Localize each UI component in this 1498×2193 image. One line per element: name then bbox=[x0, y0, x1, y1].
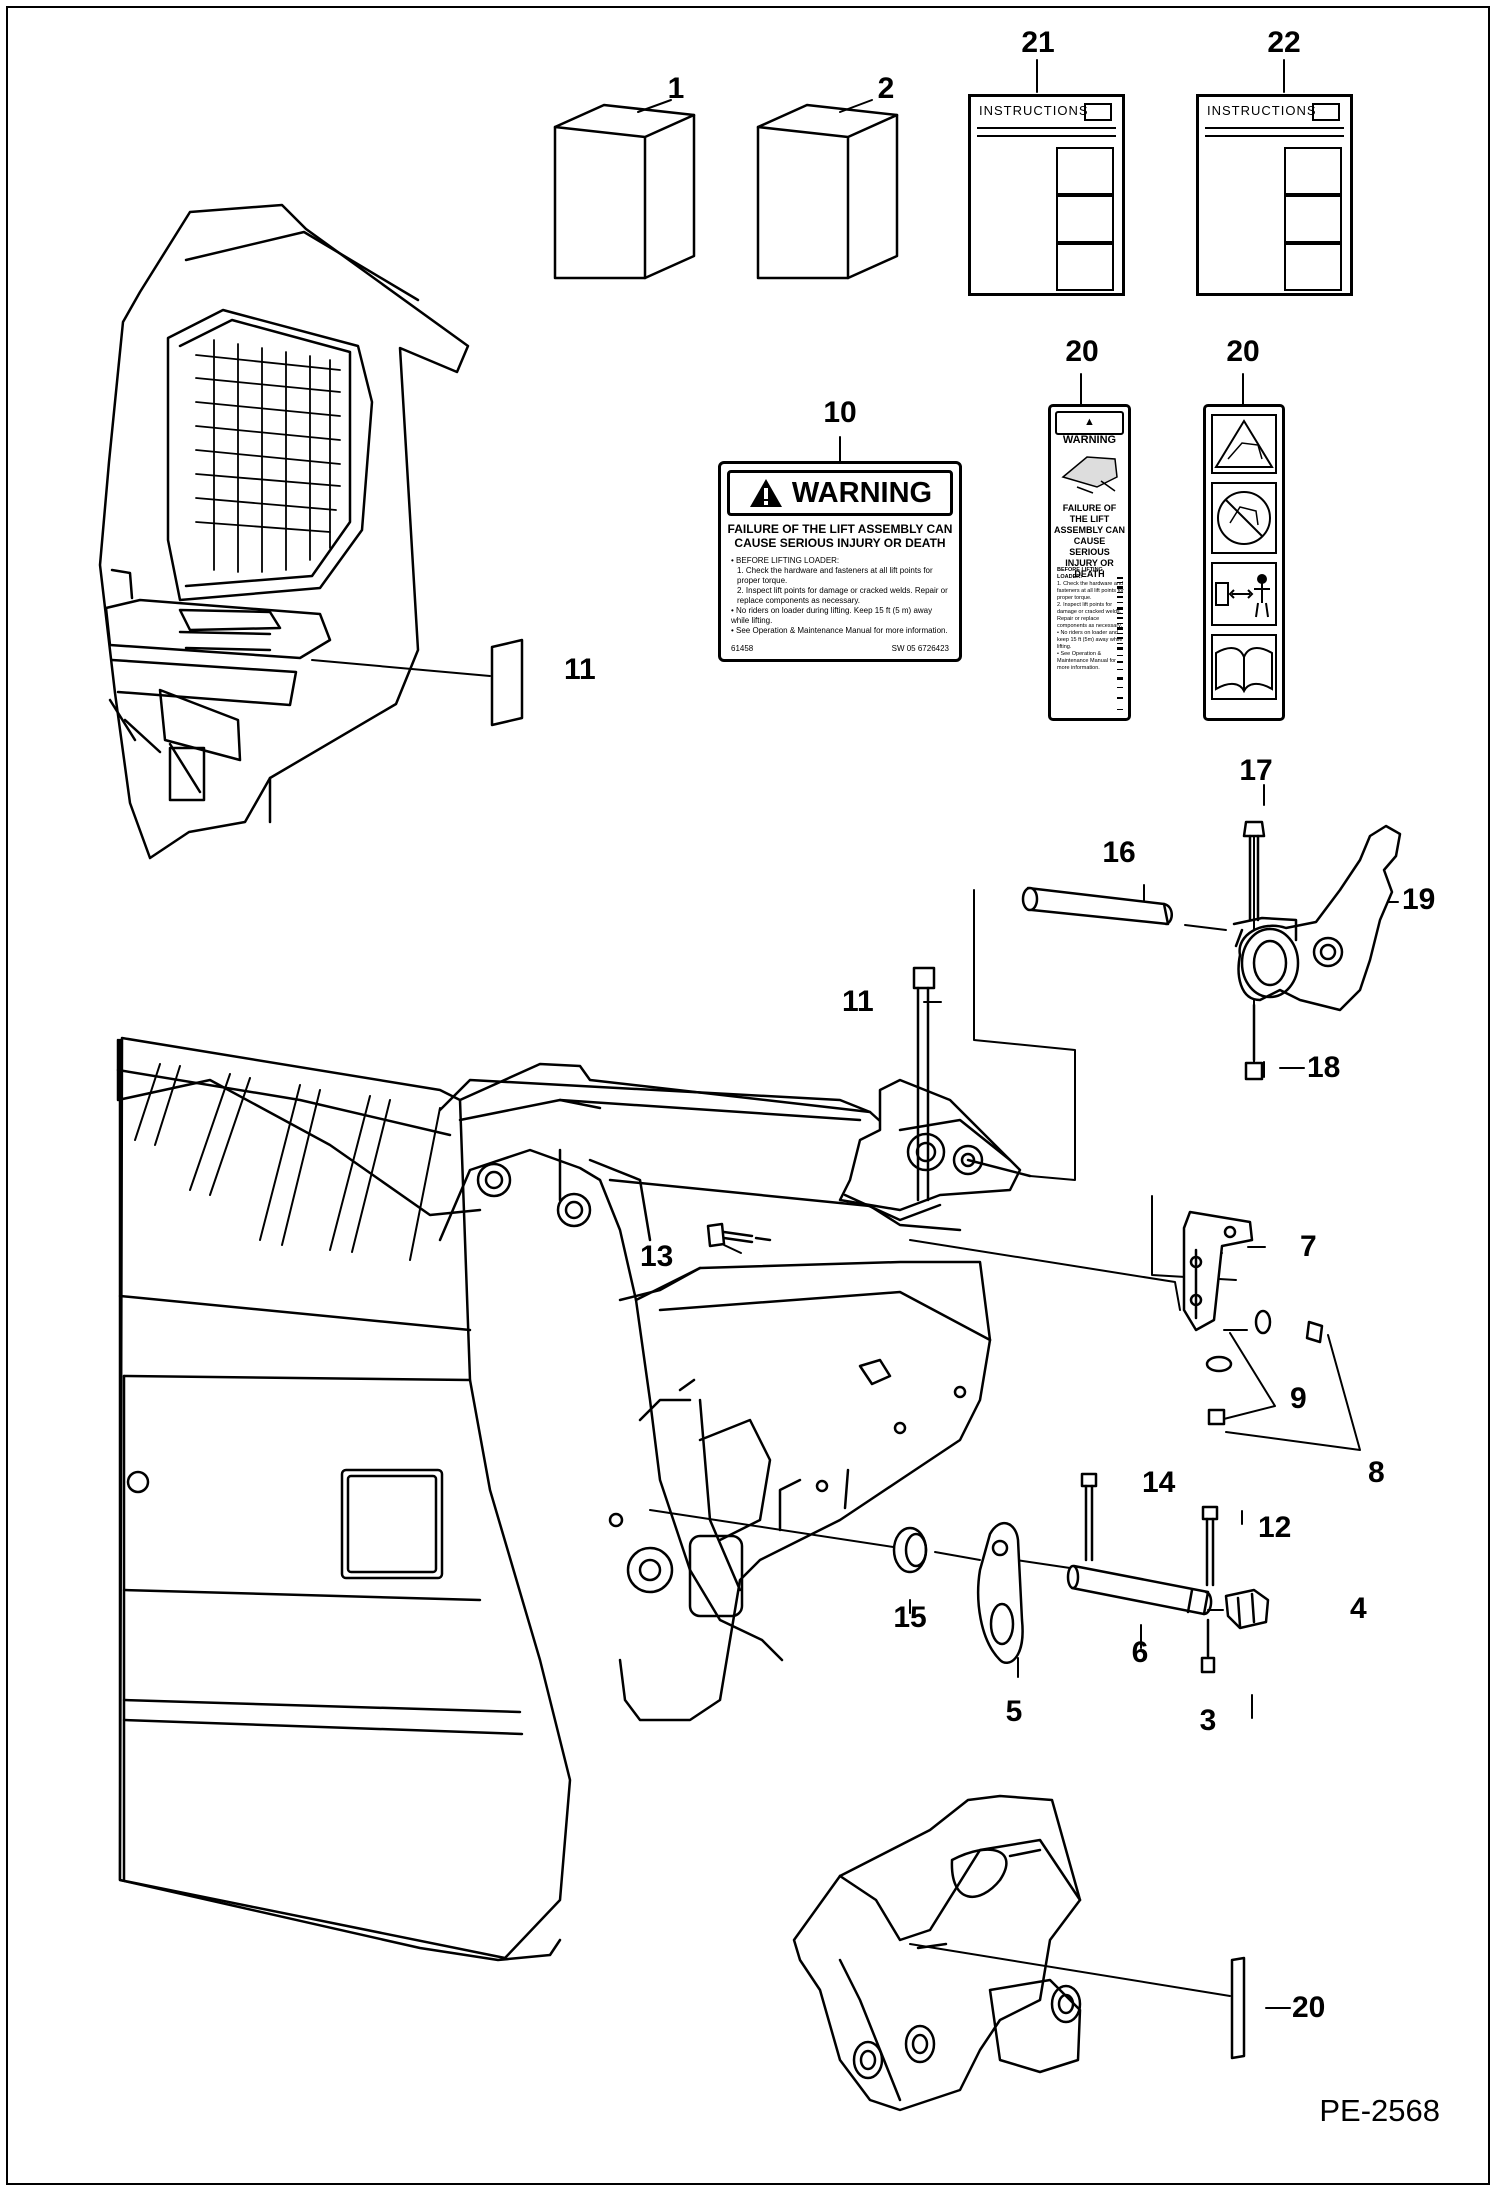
instructions-figure-box bbox=[1284, 243, 1342, 291]
callout-20-bracket: 20 bbox=[1292, 1991, 1326, 2024]
nut-part-18 bbox=[1244, 1003, 1264, 1081]
warning-signal-word: WARNING bbox=[791, 476, 933, 509]
pin-part-6 bbox=[1066, 1564, 1213, 1616]
carton-part-2 bbox=[756, 103, 899, 280]
pictorial-decal-part-20 bbox=[1203, 404, 1285, 721]
callout-3: 3 bbox=[1199, 1704, 1217, 1737]
callout-8: 8 bbox=[1368, 1456, 1385, 1489]
warning-body-line: • BEFORE LIFTING LOADER: bbox=[731, 556, 840, 565]
bolt-part-11 bbox=[912, 966, 936, 1202]
instructions-rule bbox=[1205, 127, 1344, 129]
callout-20-pictorial: 20 bbox=[1226, 335, 1260, 368]
callout-9: 9 bbox=[1290, 1382, 1307, 1415]
instructions-figure-box bbox=[1284, 147, 1342, 195]
callout-20-warning: 20 bbox=[1065, 335, 1099, 368]
callout-6: 6 bbox=[1131, 1636, 1149, 1669]
instructions-manual-part-22: INSTRUCTIONS bbox=[1196, 94, 1353, 296]
instructions-header-box bbox=[1312, 103, 1340, 121]
warning-body-line: BEFORE LIFTING LOADER: bbox=[1057, 567, 1103, 580]
leader-lines bbox=[493, 59, 1399, 2009]
callout-11-bolt: 11 bbox=[842, 985, 874, 1018]
instructions-figure-box bbox=[1056, 147, 1114, 195]
decal-part-20-bracket bbox=[1230, 1956, 1246, 2060]
warning-body-line: • No riders on loader during lifting. Ke… bbox=[731, 606, 933, 625]
nut-part-8 bbox=[1207, 1320, 1324, 1426]
figure-id: PE-2568 bbox=[1319, 2093, 1440, 2128]
bolt-part-12 bbox=[1201, 1505, 1219, 1587]
instructions-manual-part-21: INSTRUCTIONS bbox=[968, 94, 1125, 296]
bracket-part-7 bbox=[1182, 1210, 1254, 1332]
warning-decal-part-20: ▲ WARNING FAILURE OF THE LIFT ASSEMBLY C… bbox=[1048, 404, 1131, 721]
lift-hazard-pictogram-icon bbox=[1061, 456, 1118, 494]
callout-15: 15 bbox=[893, 1601, 927, 1634]
callout-16: 16 bbox=[1102, 836, 1136, 869]
warning-body-line: • No riders on loader and keep 15 ft (5m… bbox=[1057, 630, 1123, 650]
warning-decal-part-10: WARNING FAILURE OF THE LIFT ASSEMBLY CAN… bbox=[718, 461, 962, 662]
lift-eye-part-5 bbox=[976, 1521, 1024, 1665]
warning-signal-bar: WARNING bbox=[727, 470, 953, 516]
bolt-part-14 bbox=[1080, 1472, 1098, 1562]
callout-18: 18 bbox=[1307, 1051, 1341, 1084]
decal-code: SW 05 6726423 bbox=[891, 644, 949, 653]
warning-signal-bar: ▲ WARNING bbox=[1055, 411, 1124, 446]
instructions-header: INSTRUCTIONS bbox=[1207, 103, 1317, 118]
warning-headline: FAILURE OF THE LIFT ASSEMBLY CAN CAUSE S… bbox=[1054, 503, 1126, 579]
warning-body-line: 1. Check the hardware and fasteners at a… bbox=[1057, 581, 1124, 601]
castle-nut-part-4 bbox=[1224, 1588, 1270, 1630]
warning-body-line: 1. Check the hardware and fasteners at a… bbox=[737, 566, 933, 585]
instructions-figure-box bbox=[1284, 195, 1342, 243]
nut-part-3 bbox=[1200, 1618, 1216, 1674]
instructions-rule bbox=[977, 127, 1116, 129]
lift-bracket-drawing-lower bbox=[792, 1794, 1231, 2112]
instructions-rule bbox=[977, 135, 1116, 137]
drawing-frame bbox=[6, 6, 1490, 2185]
warning-body-line: • See Operation & Maintenance Manual for… bbox=[731, 626, 948, 635]
bushing-part-15 bbox=[892, 1526, 928, 1574]
barcode-icon bbox=[1117, 577, 1123, 710]
callout-19: 19 bbox=[1402, 883, 1436, 916]
callout-7: 7 bbox=[1300, 1230, 1317, 1263]
bolt-part-17 bbox=[1242, 820, 1266, 922]
lift-bracket-mount bbox=[838, 1078, 1032, 1222]
callout-11-cab: 11 bbox=[564, 653, 596, 686]
callout-4: 4 bbox=[1350, 1592, 1367, 1625]
warning-triangle-icon bbox=[749, 479, 782, 507]
callout-22: 22 bbox=[1267, 26, 1301, 59]
lift-arm-assembly-drawing bbox=[116, 1036, 992, 1962]
instructions-figure-box bbox=[1056, 195, 1114, 243]
bolt-part-13 bbox=[706, 1222, 772, 1248]
instructions-rule bbox=[1205, 135, 1344, 137]
callout-12: 12 bbox=[1258, 1511, 1292, 1544]
callout-21: 21 bbox=[1021, 26, 1055, 59]
decal-part-number: 61458 bbox=[731, 644, 754, 653]
decal-part-11-cab bbox=[311, 638, 524, 727]
warning-signal-word: WARNING bbox=[1062, 434, 1117, 446]
callout-14: 14 bbox=[1142, 1466, 1176, 1499]
warning-body: BEFORE LIFTING LOADER: 1. Check the hard… bbox=[1057, 567, 1124, 672]
callout-1: 1 bbox=[667, 72, 685, 105]
callout-13: 13 bbox=[640, 1240, 674, 1273]
warning-body-line: • See Operation & Maintenance Manual for… bbox=[1057, 651, 1117, 671]
callout-5: 5 bbox=[1005, 1695, 1023, 1728]
carton-part-1 bbox=[553, 103, 696, 280]
warning-headline: FAILURE OF THE LIFT ASSEMBLY CAN CAUSE S… bbox=[727, 522, 953, 550]
safety-pictograms-icon bbox=[1211, 414, 1277, 700]
pin-part-16 bbox=[1021, 886, 1173, 926]
assembly-guide-lines bbox=[649, 829, 1255, 1569]
washer-part-9 bbox=[1205, 1309, 1272, 1373]
warning-body-line: 2. Inspect lift points for damage or cra… bbox=[1057, 602, 1123, 629]
callout-2: 2 bbox=[877, 72, 895, 105]
loader-cab-drawing bbox=[98, 203, 470, 860]
callout-10: 10 bbox=[823, 396, 857, 429]
instructions-figure-box bbox=[1056, 243, 1114, 291]
warning-body: • BEFORE LIFTING LOADER: 1. Check the ha… bbox=[731, 556, 951, 636]
instructions-header: INSTRUCTIONS bbox=[979, 103, 1089, 118]
warning-body-line: 2. Inspect lift points for damage or cra… bbox=[737, 586, 948, 605]
lift-eye-part-19 bbox=[1232, 824, 1402, 1012]
callout-17: 17 bbox=[1239, 754, 1273, 787]
instructions-header-box bbox=[1084, 103, 1112, 121]
